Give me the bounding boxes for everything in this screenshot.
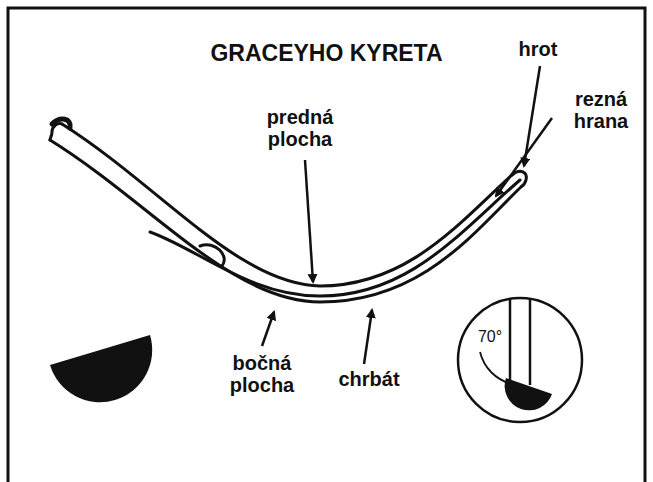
part-label: bočná plocha (212, 352, 312, 397)
part-label: rezná hrana (556, 88, 646, 133)
part-label: predná plocha (250, 106, 350, 151)
part-label: chrbát (324, 368, 414, 390)
part-label: hrot (508, 38, 568, 60)
frame (8, 8, 645, 482)
angle-label: 70° (468, 328, 512, 346)
cross-section (50, 335, 152, 402)
angle-detail (458, 298, 582, 422)
